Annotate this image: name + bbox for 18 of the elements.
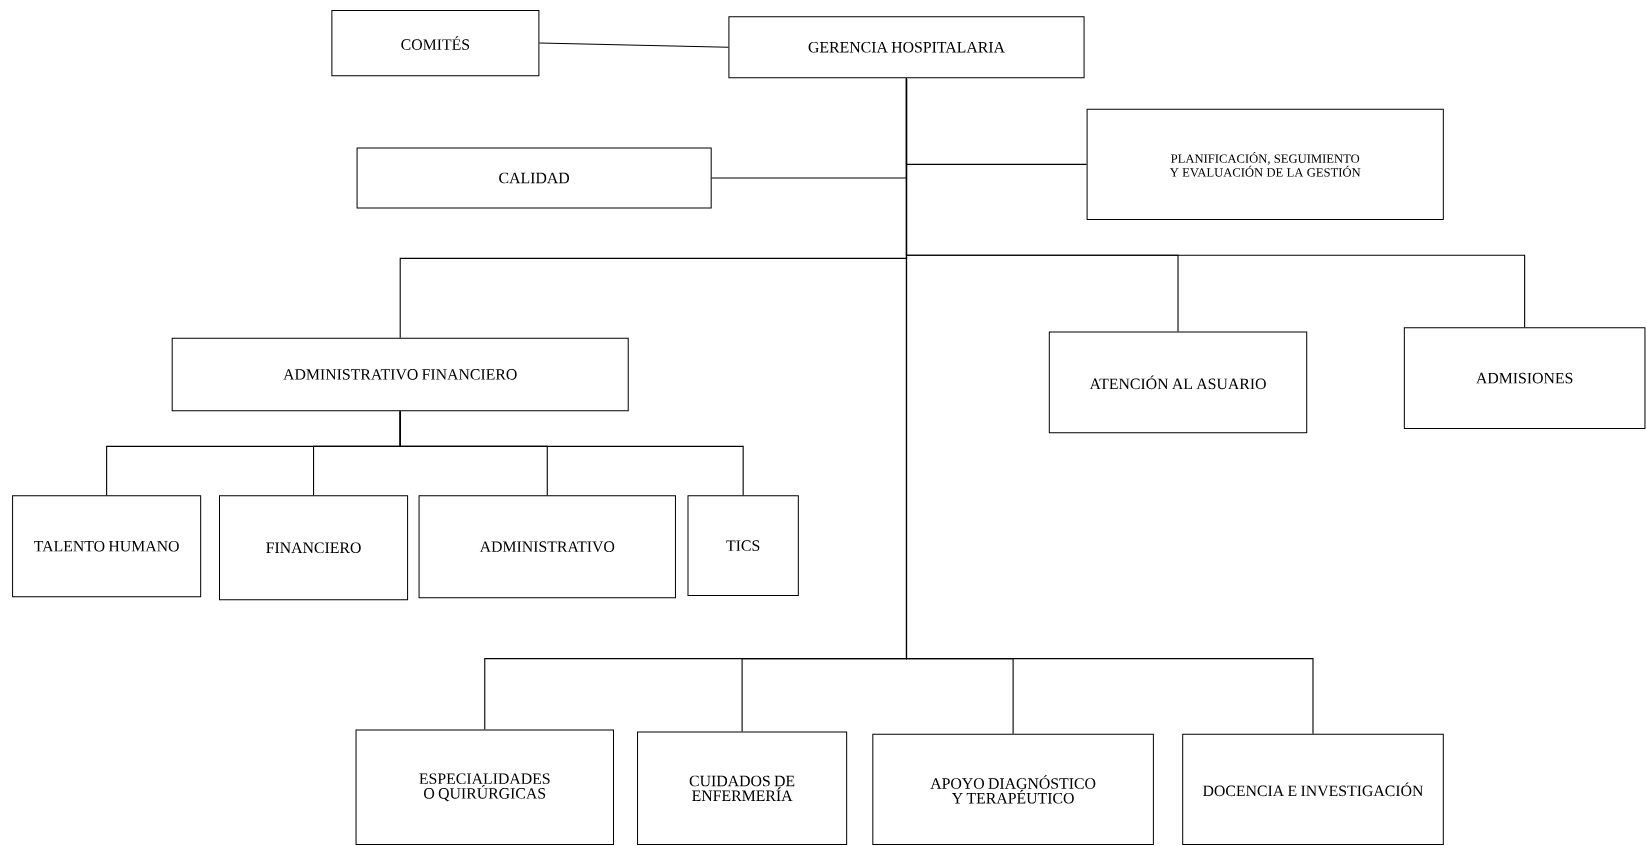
org-box: ESPECIALIDADES O QUIRÚRGICAS xyxy=(355,729,614,846)
org-box: COMITÉS xyxy=(331,10,540,77)
org-box: ADMINISTRATIVO FINANCIERO xyxy=(171,337,629,412)
org-box: DOCENCIA E INVESTIGACIÓN xyxy=(1182,733,1444,846)
org-box: ADMINISTRATIVO xyxy=(418,495,676,599)
org-box: TICS xyxy=(687,495,799,597)
org-box: ATENCIÓN AL ASUARIO xyxy=(1048,331,1308,434)
org-box: CALIDAD xyxy=(356,147,712,209)
connector-line xyxy=(905,77,1314,735)
org-box: APOYO DIAGNÓSTICO Y TERAPÉUTICO xyxy=(872,733,1154,846)
org-box: PLANIFICACIÓN, SEGUIMIENTO Y EVALUACIÓN DE LA GESTIÓN xyxy=(1086,108,1444,221)
org-box: CUIDADOS DE ENFERMERÍA xyxy=(637,731,848,846)
connector-line xyxy=(538,42,729,49)
org-box: ADMISIONES xyxy=(1403,327,1646,430)
org-box: FINANCIERO xyxy=(219,495,409,601)
connector-line xyxy=(399,410,744,497)
org-box: GERENCIA HOSPITALARIA xyxy=(728,16,1085,79)
org-box: TALENTO HUMANO xyxy=(12,495,202,598)
